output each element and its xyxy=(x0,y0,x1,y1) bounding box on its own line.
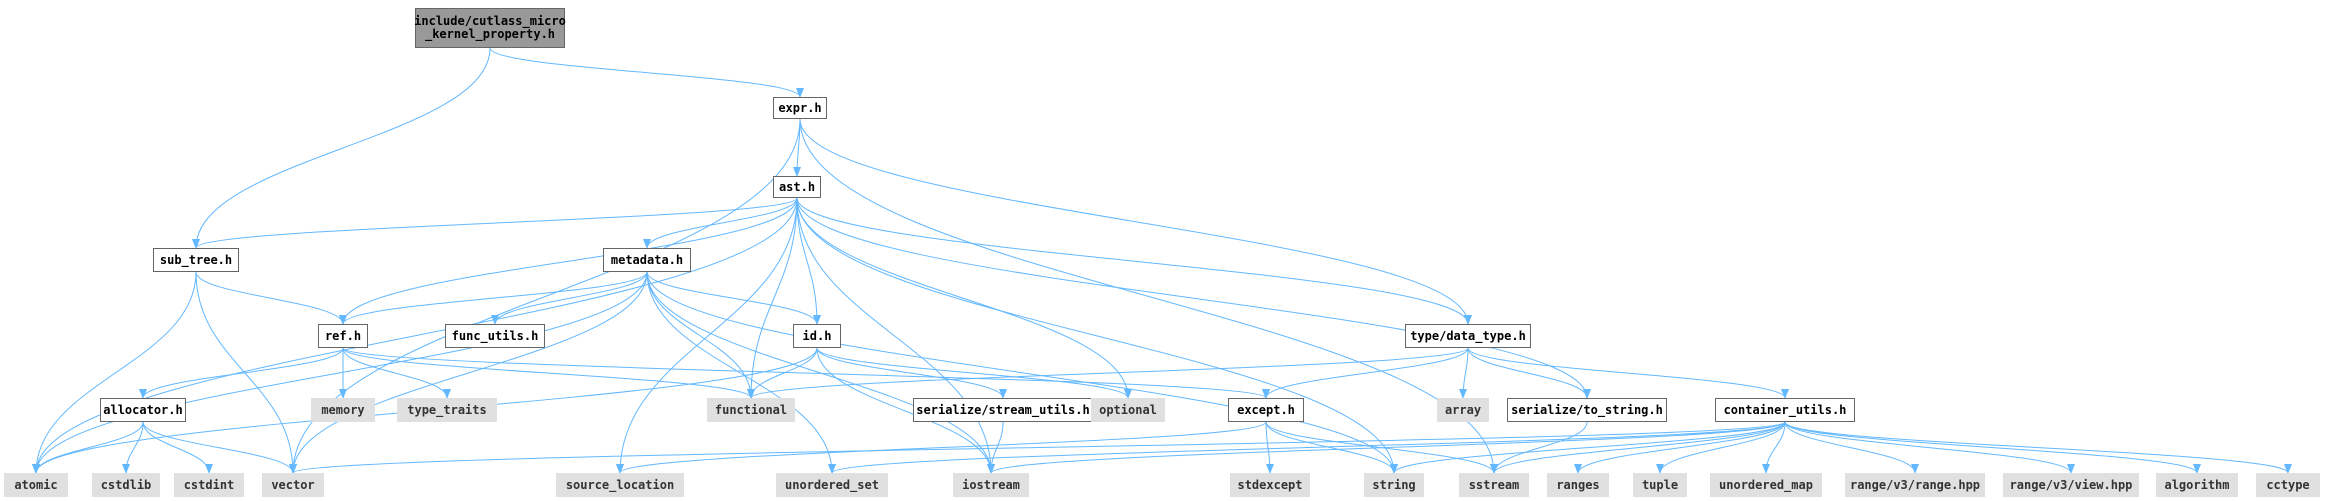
edge-root-to-sub_tree xyxy=(192,47,491,249)
edge-ast-to-metadata xyxy=(643,197,798,249)
node-allocator[interactable]: allocator.h xyxy=(100,398,186,422)
node-source-location[interactable]: source_location xyxy=(556,473,684,497)
node-sstream[interactable]: sstream xyxy=(1459,473,1529,497)
edge-ast-to-string xyxy=(796,197,1398,474)
edge-type_data_type-to-functional xyxy=(747,347,1469,399)
node-serialize-to-string[interactable]: serialize/to_string.h xyxy=(1507,398,1667,422)
edge-metadata-to-ref xyxy=(339,271,648,325)
edge-ast-to-sub_tree xyxy=(192,197,798,249)
edge-ast-to-source_location xyxy=(616,197,798,474)
edge-root-to-expr xyxy=(489,47,804,98)
node-ast[interactable]: ast.h xyxy=(773,176,821,198)
node-string[interactable]: string xyxy=(1364,473,1424,497)
edge-serialize_stream_utils-to-iostream xyxy=(987,421,1004,474)
edge-ast-to-serialize_to_string xyxy=(796,197,1591,399)
edge-metadata-to-vector xyxy=(289,271,648,474)
edge-ref-to-allocator xyxy=(139,347,344,399)
node-func-utils[interactable]: func_utils.h xyxy=(445,324,545,348)
node-type-data-type[interactable]: type/data_type.h xyxy=(1405,324,1531,348)
node-ref[interactable]: ref.h xyxy=(318,324,368,348)
node-stdexcept[interactable]: stdexcept xyxy=(1230,473,1310,497)
node-id[interactable]: id.h xyxy=(793,324,841,348)
edge-id-to-iostream xyxy=(816,347,995,474)
edge-metadata-to-atomic xyxy=(32,271,648,474)
node-tuple[interactable]: tuple xyxy=(1633,473,1687,497)
edge-metadata-to-unordered_set xyxy=(646,271,836,474)
node-cstdlib[interactable]: cstdlib xyxy=(92,473,160,497)
edge-id-to-optional xyxy=(816,347,1132,399)
edge-metadata-to-func_utils xyxy=(491,271,648,325)
node-algorithm[interactable]: algorithm xyxy=(2156,473,2238,497)
edge-ref-to-type_traits xyxy=(342,347,451,399)
edge-container_utils-to-unordered_set xyxy=(828,421,1786,474)
edge-type_data_type-to-serialize_to_string xyxy=(1467,347,1591,399)
node-serialize-stream-utils[interactable]: serialize/stream_utils.h xyxy=(913,398,1093,422)
edge-ast-to-type_data_type xyxy=(796,197,1472,325)
edge-metadata-to-iostream xyxy=(646,271,995,474)
edge-container_utils-to-algorithm xyxy=(1784,421,2201,474)
edge-container_utils-to-unordered_map xyxy=(1762,421,1786,474)
edge-allocator-to-vector xyxy=(142,421,297,474)
node-except[interactable]: except.h xyxy=(1228,398,1304,422)
edge-metadata-to-functional xyxy=(646,271,755,399)
edge-container_utils-to-range_v3_view xyxy=(1784,421,2075,474)
node-cctype[interactable]: cctype xyxy=(2256,473,2320,497)
node-root[interactable]: include/cutlass_micro _kernel_property.h xyxy=(414,8,566,48)
node-range-v3-range[interactable]: range/v3/range.hpp xyxy=(1845,473,1985,497)
node-metadata[interactable]: metadata.h xyxy=(603,248,691,272)
edge-container_utils-to-cctype xyxy=(1784,421,2292,474)
node-array[interactable]: array xyxy=(1437,398,1489,422)
node-sub-tree[interactable]: sub_tree.h xyxy=(153,248,239,272)
edge-container_utils-to-ranges xyxy=(1574,421,1786,474)
edge-ast-to-ref xyxy=(339,197,798,325)
node-optional[interactable]: optional xyxy=(1091,398,1165,422)
edge-allocator-to-cstdint xyxy=(142,421,213,474)
edge-type_data_type-to-except xyxy=(1262,347,1469,399)
node-cstdint[interactable]: cstdint xyxy=(174,473,244,497)
node-unordered-set[interactable]: unordered_set xyxy=(776,473,888,497)
edge-ref-to-functional xyxy=(342,347,755,399)
node-functional[interactable]: functional xyxy=(707,398,795,422)
edge-container_utils-to-tuple xyxy=(1656,421,1786,474)
edge-except-to-stdexcept xyxy=(1265,421,1274,474)
edge-allocator-to-cstdlib xyxy=(122,421,144,474)
edge-allocator-to-atomic xyxy=(32,421,144,474)
edge-except-to-string xyxy=(1265,421,1398,474)
edge-container_utils-to-iostream xyxy=(987,421,1786,474)
edge-ast-to-atomic xyxy=(32,197,798,474)
edge-ast-to-functional xyxy=(747,197,798,399)
node-ranges[interactable]: ranges xyxy=(1547,473,1609,497)
edge-ast-to-iostream xyxy=(796,197,995,474)
edge-ast-to-optional xyxy=(796,197,1132,399)
node-atomic[interactable]: atomic xyxy=(4,473,68,497)
node-unordered-map[interactable]: unordered_map xyxy=(1710,473,1822,497)
edge-id-to-serialize_stream_utils xyxy=(816,347,1007,399)
edge-metadata-to-string xyxy=(646,271,1398,474)
edge-container_utils-to-sstream xyxy=(1490,421,1786,474)
edge-expr-to-type_data_type xyxy=(799,118,1472,325)
edge-type_data_type-to-container_utils xyxy=(1467,347,1789,399)
edge-container_utils-to-vector xyxy=(289,421,1786,474)
edge-sub_tree-to-atomic xyxy=(32,271,197,474)
edge-container_utils-to-string xyxy=(1390,421,1786,474)
node-container-utils[interactable]: container_utils.h xyxy=(1715,398,1855,422)
edge-container_utils-to-range_v3_range xyxy=(1784,421,1919,474)
edge-ast-to-id xyxy=(796,197,821,325)
node-memory[interactable]: memory xyxy=(311,398,375,422)
edge-sub_tree-to-ref xyxy=(195,271,347,325)
node-type-traits[interactable]: type_traits xyxy=(397,398,497,422)
node-range-v3-view[interactable]: range/v3/view.hpp xyxy=(2003,473,2139,497)
edge-ref-to-except xyxy=(342,347,1270,399)
node-vector[interactable]: vector xyxy=(262,473,324,497)
node-expr[interactable]: expr.h xyxy=(773,97,827,119)
edge-type_data_type-to-array xyxy=(1459,347,1469,399)
edge-serialize_to_string-to-sstream xyxy=(1490,421,1588,474)
edge-except-to-source_location xyxy=(616,421,1267,474)
node-iostream[interactable]: iostream xyxy=(953,473,1029,497)
edge-metadata-to-id xyxy=(646,271,821,325)
